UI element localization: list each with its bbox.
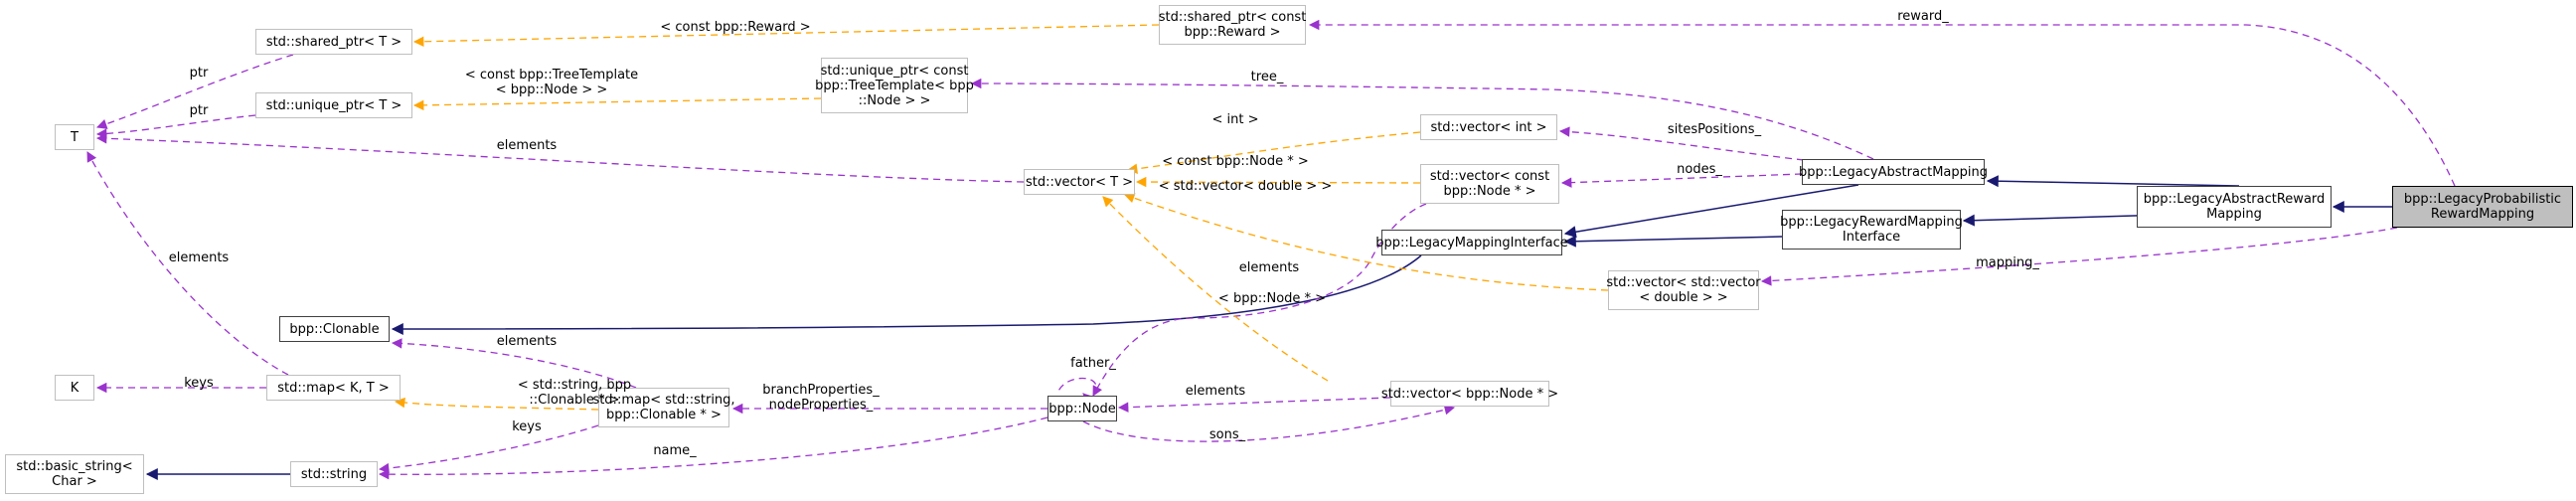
class-node-shared-reward: std::shared_ptr< const bpp::Reward > xyxy=(1159,5,1306,45)
edge-label: name_ xyxy=(653,443,697,458)
edge-label: < int > xyxy=(1211,112,1259,127)
class-node-focus: bpp::LegacyProbabilistic RewardMapping xyxy=(2392,186,2573,228)
edge-inheritance-absMapping-to-mapIface xyxy=(1563,184,1859,239)
class-node-clonable[interactable]: bpp::Clonable xyxy=(279,316,390,342)
class-node-node[interactable]: bpp::Node xyxy=(1047,396,1117,421)
edge-usage-vecT-to-T xyxy=(95,133,1025,183)
edge-template-vecVecDouble-to-vecT xyxy=(1124,193,1609,291)
edge-usage-vecNodePtr-to-node xyxy=(1117,397,1391,413)
edge-template-uniqueTree-to-uniqueT xyxy=(412,97,822,111)
edge-usage-absMapping-to-vecConstNode xyxy=(1560,173,1803,188)
class-node-abs-reward[interactable]: bpp::LegacyAbstractReward Mapping xyxy=(2137,186,2332,228)
edge-usage-absMapping-to-uniqueTree xyxy=(970,78,1874,160)
edge-label: branchProperties_ nodeProperties_ xyxy=(762,383,880,413)
edge-template-mapStrClon-to-mapKT xyxy=(394,397,599,411)
class-node-vec-t: std::vector< T > xyxy=(1024,169,1135,195)
edge-label: < const bpp::TreeTemplate < bpp::Node > … xyxy=(464,68,639,97)
edge-inheritance-absReward-to-absMapping xyxy=(1986,175,2240,188)
edge-label: elements xyxy=(168,250,230,265)
edge-label: father_ xyxy=(1070,356,1116,371)
edge-label: reward_ xyxy=(1897,9,1949,24)
edge-usage-absMapping-to-vecInt xyxy=(1558,126,1805,161)
edge-label: sitesPositions_ xyxy=(1667,122,1762,137)
class-node-vec-vec-double: std::vector< std::vector < double > > xyxy=(1606,270,1761,310)
edge-usage-focus-to-sharedReward xyxy=(1308,19,2456,187)
class-node-basic-string: std::basic_string< Char > xyxy=(5,454,144,494)
class-node-reward-iface[interactable]: bpp::LegacyRewardMapping Interface xyxy=(1780,210,1963,250)
edge-template-sharedReward-to-sharedT xyxy=(412,24,1160,47)
edge-label: < std::string, bpp ::Clonable * > xyxy=(517,378,632,408)
class-node-shared-t: std::shared_ptr< T > xyxy=(255,29,412,55)
class-node--k: K xyxy=(55,375,94,401)
class-node--t: T xyxy=(55,124,94,150)
edge-usage-mapStrClon-to-string xyxy=(378,424,599,474)
class-node-vec-node-ptr: std::vector< bpp::Node * > xyxy=(1381,381,1558,407)
edge-label: nodes_ xyxy=(1677,162,1722,177)
edge-label: < bpp::Node * > xyxy=(1217,291,1327,306)
edge-inheritance-rewardIface-to-mapIface xyxy=(1563,235,1783,248)
class-node-vec-const-node: std::vector< const bpp::Node * > xyxy=(1420,164,1559,204)
class-node-string: std::string xyxy=(290,461,378,487)
edge-label: elements xyxy=(1238,260,1300,275)
class-node-unique-t: std::unique_ptr< T > xyxy=(255,92,412,118)
class-node-vec-int: std::vector< int > xyxy=(1420,114,1557,140)
edge-label: elements xyxy=(496,334,558,349)
edge-usage-uniqueT-to-T xyxy=(95,114,256,139)
edge-usage-focus-to-vecVecDouble xyxy=(1760,227,2398,286)
edge-label: tree_ xyxy=(1250,70,1284,84)
edge-label: elements xyxy=(496,138,558,153)
edge-label: keys xyxy=(512,419,542,434)
edge-label: sons_ xyxy=(1208,427,1246,442)
edge-label: < std::vector< double > > xyxy=(1158,179,1333,194)
edge-usage-node-to-string xyxy=(378,417,1048,480)
edge-inheritance-mapIface-to-clonable xyxy=(391,254,1422,335)
class-node-abs-mapping[interactable]: bpp::LegacyAbstractMapping xyxy=(1799,159,1988,185)
edge-usage-node-to-node xyxy=(1056,377,1097,396)
edge-usage-sharedT-to-T xyxy=(96,54,294,129)
edge-template-vecNodePtr-to-vecT xyxy=(1102,196,1329,382)
edge-label: < const bpp::Reward > xyxy=(660,20,811,35)
edge-label: keys xyxy=(184,376,214,391)
class-node-unique-tree: std::unique_ptr< const bpp::TreeTemplate… xyxy=(815,58,974,113)
edge-usage-node-to-vecNodePtr xyxy=(1082,405,1456,442)
class-node-map-k-t: std::map< K, T > xyxy=(266,375,401,401)
edge-label: < const bpp::Node * > xyxy=(1162,154,1309,169)
edge-label: ptr xyxy=(189,66,209,81)
edge-label: ptr xyxy=(189,103,209,118)
edge-label: mapping_ xyxy=(1976,255,2039,270)
class-node-map-iface[interactable]: bpp::LegacyMappingInterface xyxy=(1375,230,1568,255)
class-node-map-str-clon: std::map< std::string, bpp::Clonable * > xyxy=(592,388,735,427)
edge-label: elements xyxy=(1185,384,1246,399)
